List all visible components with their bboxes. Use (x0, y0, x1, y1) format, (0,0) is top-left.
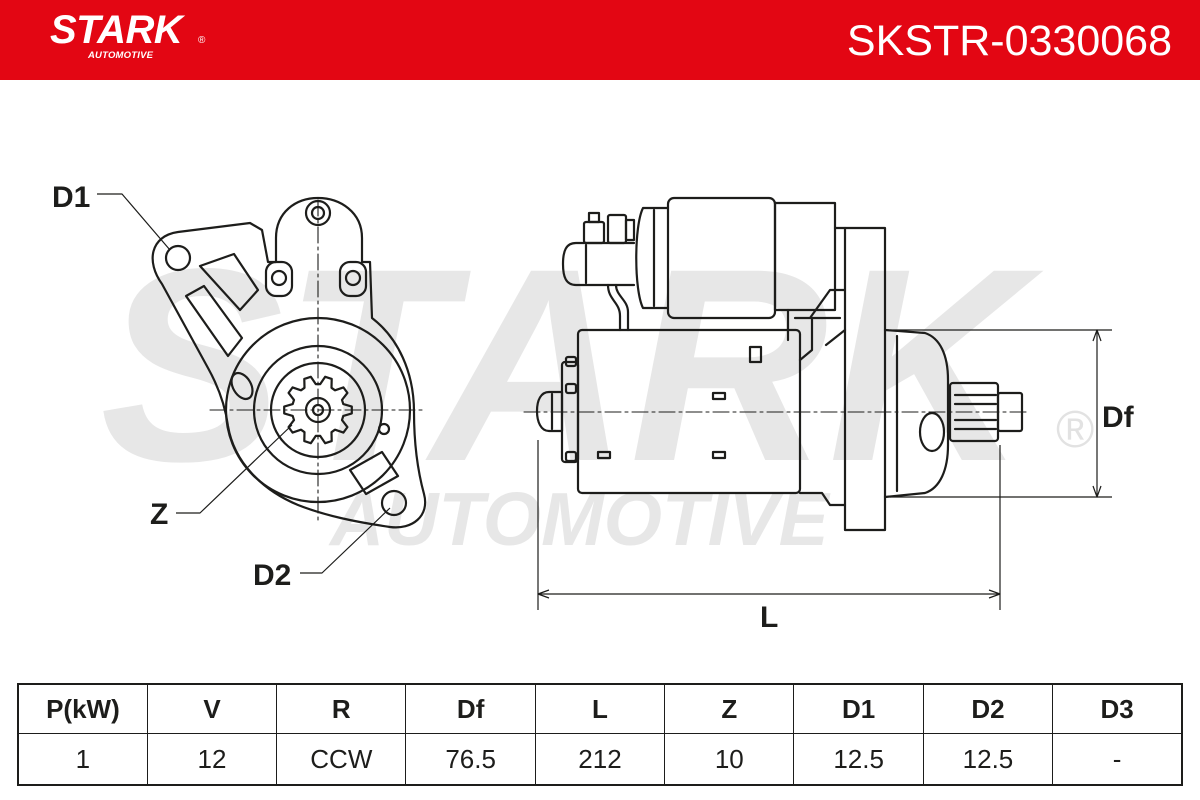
nose-bushing (918, 411, 946, 453)
pinion-shaft-center (311, 403, 325, 417)
starter-side-view (523, 196, 1031, 532)
spec-header-d2: D2 (922, 683, 1054, 734)
terminal-stud-2-tip (624, 218, 636, 242)
spec-header-power: P(kW) (17, 683, 148, 734)
body-marking-1 (711, 391, 727, 401)
solenoid-cap (635, 206, 670, 310)
left-solenoid-bolt-boss (264, 260, 294, 298)
z-label: Z (150, 498, 168, 531)
pinion-shaft (304, 396, 332, 424)
end-cap-lug-middle (564, 382, 578, 395)
part-number: SKSTR-0330068 (846, 17, 1172, 65)
spec-header-length: L (534, 683, 666, 734)
top-bolt (310, 205, 326, 221)
spec-value-power: 1 (17, 733, 148, 786)
right-solenoid-bolt (344, 269, 362, 287)
lever-housing (786, 226, 847, 362)
end-cap-lug-bottom (564, 450, 578, 463)
df-label: Df (1102, 401, 1135, 434)
top-bolt-boss (304, 199, 332, 227)
watermark-registered-mark: ® (1056, 401, 1094, 459)
df-arrowhead-bottom (1092, 485, 1102, 498)
drive-housing-foot (798, 491, 847, 507)
spec-value-length: 212 (534, 733, 666, 786)
stark-logo: STARK (50, 8, 183, 52)
d1-leader-line (97, 193, 171, 251)
flange-pocket-upper (198, 252, 260, 312)
d2-label: D2 (253, 559, 291, 592)
pinion-shaft-end (996, 391, 1024, 433)
end-cap-lug-top (564, 355, 578, 368)
d1-mounting-hole (164, 244, 192, 272)
spec-header-teeth: Z (664, 683, 795, 734)
drive-nose (883, 328, 950, 499)
spec-value-d1: 12.5 (793, 733, 924, 786)
l-arrowhead-right (988, 589, 1001, 599)
spec-table: P(kW) V R Df L Z D1 D2 D3 1 12 CCW 76.5 … (17, 683, 1183, 786)
spec-header-row: P(kW) V R Df L Z D1 D2 D3 (17, 683, 1183, 734)
body-marking-2 (711, 450, 727, 460)
z-leader-line (176, 424, 293, 514)
right-solenoid-bolt-boss (338, 260, 368, 298)
starter-front-view (151, 196, 427, 529)
solenoid-body (666, 196, 777, 320)
pinion-gear-teeth (283, 375, 353, 445)
field-wire (606, 283, 630, 332)
spec-header-d1: D1 (793, 683, 924, 734)
spec-value-d3: - (1052, 733, 1183, 786)
d2-leader-line (300, 507, 391, 574)
registered-mark: ® (198, 35, 206, 46)
stark-logo-subtext: AUTOMOTIVE (88, 50, 154, 61)
motor-body (576, 328, 802, 495)
spec-value-voltage: 12 (146, 733, 278, 786)
housing-screw (377, 422, 391, 436)
pinion-bore-ring (269, 361, 367, 459)
flange-pocket-lower (184, 284, 244, 358)
spec-value-row: 1 12 CCW 76.5 212 10 12.5 12.5 - (17, 733, 1183, 786)
drive-end-ring (252, 344, 384, 476)
pinion-teeth-lines (953, 393, 998, 431)
spec-value-df: 76.5 (405, 733, 536, 786)
l-label: L (760, 601, 778, 634)
terminal-stud-1-tip (587, 211, 601, 224)
spec-value-d2: 12.5 (922, 733, 1054, 786)
left-solenoid-bolt (270, 269, 288, 287)
body-marking-3 (596, 450, 612, 460)
brand-header: STARK AUTOMOTIVE ® SKSTR-0330068 (0, 0, 1200, 80)
body-slot-upper (748, 345, 763, 364)
spec-header-df: Df (405, 683, 536, 734)
mounting-flange-side (843, 226, 887, 532)
watermark: STARK AUTOMOTIVE ® (100, 212, 1094, 561)
motor-housing-circle (224, 316, 412, 504)
spec-header-voltage: V (146, 683, 278, 734)
flange-pocket-d2-side (348, 450, 400, 496)
spec-value-teeth: 10 (664, 733, 795, 786)
d1-label: D1 (52, 181, 90, 214)
spec-header-d3: D3 (1052, 683, 1183, 734)
spec-header-rotation: R (276, 683, 407, 734)
flange-pocket-oval (230, 371, 254, 401)
terminal-nut (535, 390, 564, 433)
watermark-logo-subtext: AUTOMOTIVE (328, 477, 831, 561)
solenoid-terminal-block (561, 241, 636, 287)
df-arrowhead-top (1092, 329, 1102, 342)
l-arrowhead-left (537, 589, 550, 599)
spec-value-rotation: CCW (276, 733, 407, 786)
d2-mounting-hole (380, 489, 408, 517)
